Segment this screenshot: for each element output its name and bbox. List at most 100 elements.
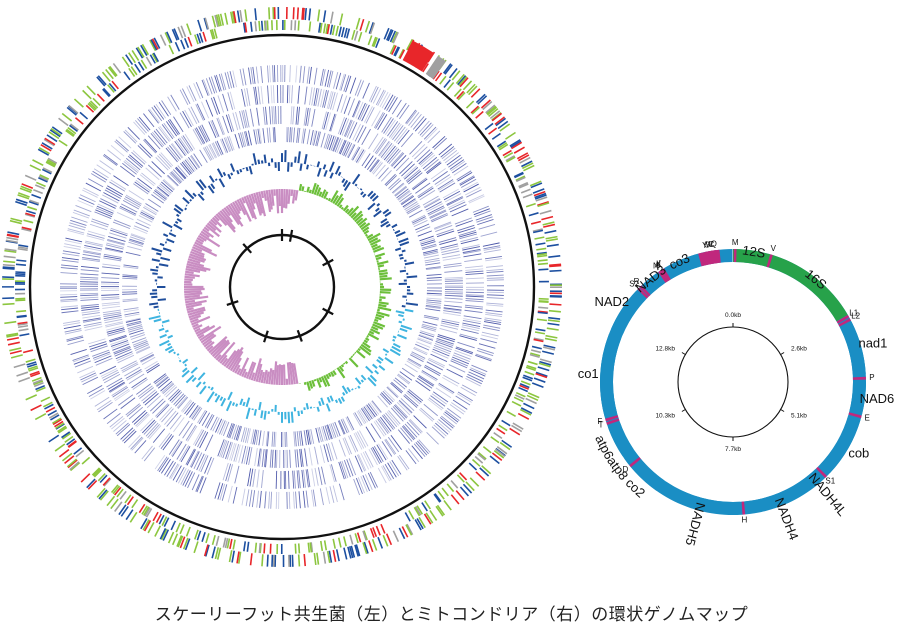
gene-feature [57, 426, 68, 434]
gene-label-nadh5: NADH5 [682, 501, 708, 547]
heat-mark [332, 136, 339, 152]
heat-mark [123, 198, 141, 208]
heat-mark [176, 396, 188, 409]
heat-mark [186, 158, 196, 171]
gene-feature [16, 314, 27, 318]
heat-mark [148, 425, 162, 440]
heat-mark [271, 106, 274, 125]
gc-bar [255, 192, 264, 214]
gc-bar [245, 361, 255, 379]
heat-mark [403, 199, 417, 209]
gene-feature [413, 506, 421, 517]
heat-mark [338, 461, 345, 480]
gene-feature [119, 490, 127, 500]
skew-bar [214, 394, 221, 403]
heat-mark [221, 138, 229, 153]
heat-mark [83, 247, 102, 252]
heat-mark [120, 360, 137, 370]
skew-bar [210, 183, 216, 190]
heat-mark [123, 131, 137, 144]
gene-feature [549, 263, 562, 267]
heat-mark [221, 484, 228, 501]
heat-mark [425, 201, 442, 211]
heat-mark [173, 417, 185, 433]
heat-mark [486, 304, 504, 307]
skew-bar [351, 173, 361, 185]
gene-feature [326, 24, 331, 35]
heat-mark [426, 299, 442, 302]
heat-mark [457, 171, 473, 182]
gene-feature [180, 25, 187, 38]
skew-bar [401, 304, 406, 308]
heat-mark [451, 356, 469, 365]
heat-mark [346, 416, 355, 431]
gene-feature [307, 542, 311, 553]
heat-mark [230, 443, 237, 461]
gene-feature [446, 483, 455, 493]
heat-mark [357, 102, 366, 120]
gene-feature [216, 547, 222, 560]
gc-bar [192, 323, 199, 328]
heat-mark [102, 155, 118, 166]
gc-bar [260, 190, 265, 199]
heat-mark [399, 371, 413, 381]
scale-label: 10.3kb [655, 413, 675, 420]
gc-bar [362, 226, 370, 233]
heat-mark [302, 490, 306, 508]
gene-feature [523, 164, 535, 172]
heat-mark [166, 462, 177, 478]
heat-mark [170, 464, 180, 480]
heat-mark [399, 161, 413, 175]
gene-feature [433, 493, 441, 503]
gene-feature [368, 22, 375, 34]
heat-mark [225, 137, 232, 152]
heat-mark [265, 449, 268, 468]
gene-feature [536, 247, 547, 251]
gene-feature [526, 364, 537, 370]
gene-feature [107, 66, 117, 78]
heat-mark [143, 113, 155, 128]
skew-bar [158, 339, 170, 347]
gene-feature [391, 45, 397, 55]
gc-bar [190, 250, 205, 259]
heat-mark [418, 151, 433, 165]
gene-feature [32, 379, 43, 385]
gene-atp6-arc [607, 422, 634, 457]
heat-mark [210, 97, 218, 115]
heat-mark [469, 368, 486, 377]
heat-mark [68, 224, 86, 231]
gc-bar [360, 343, 372, 353]
gc-bar [332, 194, 339, 205]
heat-mark [150, 133, 163, 148]
trna-r-mark [639, 285, 651, 297]
heat-mark [289, 449, 291, 468]
heat-mark [382, 415, 394, 430]
heat-mark [197, 430, 207, 448]
heat-mark [439, 328, 458, 334]
skew-bar [198, 179, 207, 189]
heat-mark [337, 420, 345, 435]
heat-mark [381, 392, 392, 404]
gc-bar [374, 316, 382, 321]
skew-bar [173, 207, 182, 215]
heat-mark [363, 406, 373, 420]
heat-mark [387, 386, 399, 398]
heat-mark [288, 491, 291, 509]
heat-mark [239, 68, 244, 86]
heat-mark [123, 264, 139, 268]
skew-bar [151, 247, 163, 253]
heat-mark [404, 201, 418, 210]
heat-mark [122, 429, 135, 442]
heat-mark [118, 394, 134, 406]
heat-mark [115, 139, 129, 152]
heat-mark [413, 219, 428, 228]
heat-mark [179, 112, 190, 129]
heat-mark [125, 403, 140, 416]
heat-mark [328, 70, 334, 88]
gene-feature [97, 472, 106, 482]
skew-bar [369, 374, 377, 382]
heat-mark [83, 321, 102, 327]
heat-mark [478, 223, 496, 230]
heat-mark [312, 489, 317, 507]
gene-feature [2, 302, 15, 306]
